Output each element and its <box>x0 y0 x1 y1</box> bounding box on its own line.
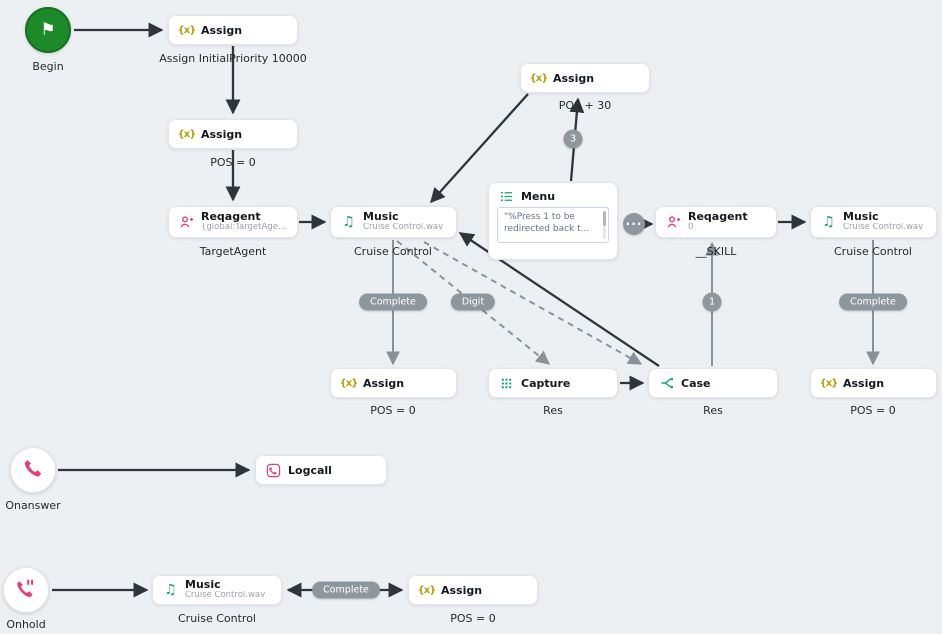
node-title: Assign <box>363 376 405 390</box>
node-assign-left[interactable]: {x} Assign <box>330 368 457 398</box>
node-title: Case <box>681 376 711 390</box>
node-title: Reqagent <box>688 210 748 224</box>
node-assign-pos30[interactable]: {x} Assign <box>520 63 650 93</box>
edge-music-case-dashed <box>423 241 643 365</box>
music-icon: ♫ <box>822 214 835 230</box>
menu-prompt-box[interactable]: "%Press 1 to be redirected back t... <box>497 207 609 243</box>
node-caption: POS + 30 <box>558 99 612 112</box>
node-caption: Assign InitialPriority 10000 <box>159 52 307 65</box>
node-caption: POS = 0 <box>450 612 496 625</box>
node-title: Logcall <box>288 463 332 477</box>
node-title: Assign <box>843 376 885 390</box>
reqagent-icon <box>179 215 194 229</box>
node-subtitle: Cruise Control.wav <box>185 591 266 601</box>
music-icon: ♫ <box>342 214 355 230</box>
node-caption: POS = 0 <box>850 404 896 417</box>
node-begin[interactable]: ⚑ <box>25 7 71 53</box>
edge-label-complete: Complete <box>359 293 427 311</box>
node-onhold[interactable] <box>3 567 49 613</box>
edge-label-digit: Digit <box>450 293 496 311</box>
node-subtitle: Cruise Control.wav <box>843 223 924 233</box>
node-assign-right[interactable]: {x} Assign <box>810 368 937 398</box>
node-caption: Cruise Control <box>178 612 256 625</box>
node-caption: POS = 0 <box>210 156 256 169</box>
menu-prompt-text: "%Press 1 to be redirected back t... <box>504 212 590 234</box>
node-caption: TargetAgent <box>199 245 267 258</box>
edge-label-option-3: 3 <box>563 129 583 149</box>
menu-icon <box>499 190 514 203</box>
logcall-icon <box>266 463 281 478</box>
node-title: Music <box>363 210 399 224</box>
node-assign-onhold[interactable]: {x} Assign <box>408 575 538 605</box>
node-subtitle: Cruise Control.wav <box>363 223 444 233</box>
assign-icon: {x} <box>339 377 359 389</box>
node-logcall[interactable]: Logcall <box>255 455 387 485</box>
node-title: Menu <box>521 190 556 203</box>
edge-label-complete: Complete <box>312 581 380 599</box>
node-title: Music <box>185 578 221 592</box>
capture-icon <box>499 377 514 390</box>
node-title: Assign <box>441 583 483 597</box>
node-caption-onanswer: Onanswer <box>5 499 61 512</box>
node-caption-begin: Begin <box>32 60 64 73</box>
node-subtitle: 0 <box>688 223 694 233</box>
node-title: Assign <box>201 23 243 37</box>
phone-answer-icon <box>22 457 44 483</box>
assign-icon: {x} <box>177 128 197 140</box>
music-icon: ♫ <box>164 582 177 598</box>
node-title: Assign <box>201 127 243 141</box>
node-music-onhold[interactable]: ♫ Music Cruise Control.wav <box>152 575 282 605</box>
flag-icon: ⚑ <box>40 19 56 40</box>
node-caption: Res <box>703 404 723 417</box>
node-music-right[interactable]: ♫ Music Cruise Control.wav <box>810 206 937 238</box>
node-caption: __SKILL <box>695 245 737 258</box>
node-caption-onhold: Onhold <box>6 618 46 631</box>
node-title: Capture <box>521 376 571 390</box>
edge-label-branch-1: 1 <box>702 292 722 312</box>
menu-scrollbar-thumb[interactable] <box>603 211 606 226</box>
node-title: Reqagent <box>201 210 261 224</box>
node-music-main[interactable]: ♫ Music Cruise Control.wav <box>330 206 457 238</box>
assign-icon: {x} <box>819 377 839 389</box>
case-icon <box>659 376 674 390</box>
node-caption: Cruise Control <box>354 245 432 258</box>
assign-icon: {x} <box>417 584 437 596</box>
more-outputs-button[interactable]: ··· <box>623 213 645 235</box>
edge-label-complete: Complete <box>839 293 907 311</box>
node-title: Music <box>843 210 879 224</box>
node-onanswer[interactable] <box>10 447 56 493</box>
phone-hold-icon <box>15 577 37 603</box>
assign-icon: {x} <box>529 72 549 84</box>
node-case[interactable]: Case <box>648 368 778 398</box>
node-menu[interactable]: Menu "%Press 1 to be redirected back t..… <box>488 182 618 260</box>
assign-icon: {x} <box>177 24 197 36</box>
node-reqagent-target[interactable]: Reqagent {global:TargetAgent} <box>168 206 298 238</box>
node-caption: POS = 0 <box>370 404 416 417</box>
node-assign-initial[interactable]: {x} Assign <box>168 15 298 45</box>
node-subtitle: {global:TargetAgent} <box>201 223 287 233</box>
edge-assign30-music <box>430 93 529 204</box>
reqagent-icon <box>666 215 681 229</box>
node-caption: Cruise Control <box>834 245 912 258</box>
node-caption: Res <box>543 404 563 417</box>
node-assign-pos-top[interactable]: {x} Assign <box>168 119 298 149</box>
node-reqagent-skill[interactable]: Reqagent 0 <box>655 206 777 238</box>
node-capture[interactable]: Capture <box>488 368 618 398</box>
node-title: Assign <box>553 71 595 85</box>
